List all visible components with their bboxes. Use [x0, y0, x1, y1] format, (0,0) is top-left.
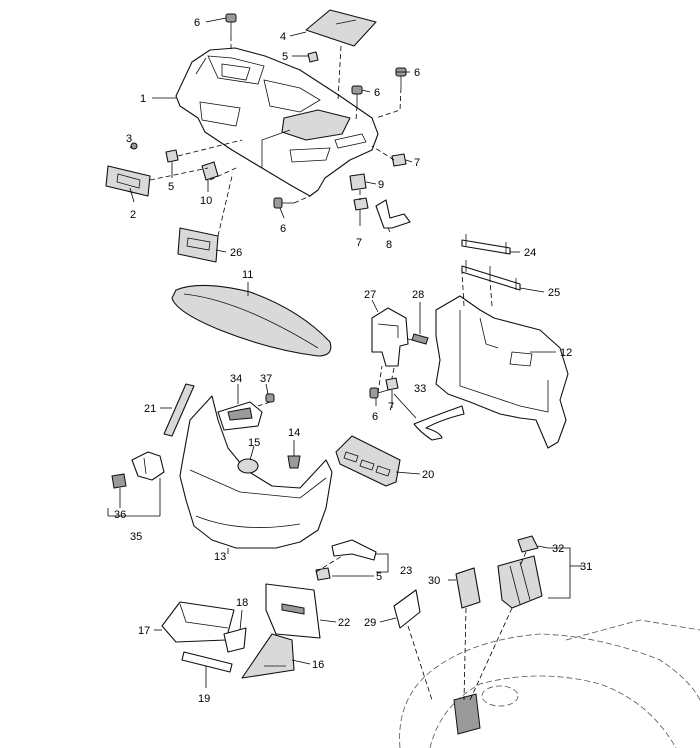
part-4-cover [305, 9, 377, 47]
screw-6-top [225, 13, 237, 36]
callout-21: 21 [144, 403, 156, 415]
callout-9: 9 [378, 179, 384, 191]
callout-15: 15 [248, 437, 260, 449]
callout-28: 28 [412, 289, 424, 301]
callout-37: 37 [260, 373, 272, 385]
callout-6d: 6 [280, 223, 286, 235]
screw-28 [411, 333, 429, 345]
callout-20: 20 [422, 469, 434, 481]
callout-32: 32 [552, 543, 564, 555]
clip-3 [130, 142, 138, 150]
callout-36: 36 [114, 509, 126, 521]
callout-33: 33 [414, 383, 426, 395]
clip-5-top [307, 51, 319, 63]
part-1-rear-shelf [175, 47, 379, 197]
callout-16: 16 [312, 659, 324, 671]
part-16-panel [241, 633, 295, 679]
clip-10 [201, 161, 219, 181]
callout-18: 18 [236, 597, 248, 609]
part-13-trunk-liner [179, 395, 333, 549]
callout-22: 22 [338, 617, 350, 629]
part-29-cover [393, 589, 421, 629]
callout-17: 17 [138, 625, 150, 637]
part-23-bracket [331, 539, 377, 561]
callout-25: 25 [548, 287, 560, 299]
callout-2: 2 [130, 209, 136, 221]
callout-labels: 1 2 3 4 5 5 5 6 6 6 6 6 7 7 7 8 9 10 11 … [114, 17, 592, 705]
callout-34: 34 [230, 373, 242, 385]
clip-7-right [391, 153, 407, 167]
part-11-floor-mat [171, 284, 332, 357]
callout-29: 29 [364, 617, 376, 629]
part-32-cap [517, 535, 539, 553]
callout-7a: 7 [414, 157, 420, 169]
part-36-clip [111, 473, 127, 489]
callout-24: 24 [524, 247, 536, 259]
screw-6-mid [369, 387, 389, 399]
vehicle-body-outline [399, 619, 700, 748]
callout-5c: 5 [376, 571, 382, 583]
callout-6c: 6 [374, 87, 380, 99]
callout-1: 1 [140, 93, 146, 105]
clip-5-lower [315, 567, 331, 581]
callout-23: 23 [400, 565, 412, 577]
screw-6-lower [273, 197, 294, 209]
part-25-rail [461, 260, 521, 291]
callout-6a: 6 [194, 17, 200, 29]
callout-26: 26 [230, 247, 242, 259]
callout-6b: 6 [414, 67, 420, 79]
part-18-bracket [223, 627, 247, 653]
part-33-strap [413, 405, 465, 441]
callout-31: 31 [580, 561, 592, 573]
callout-5b: 5 [168, 181, 174, 193]
screw-6-right-a [395, 67, 407, 88]
clip-5-left [165, 149, 179, 163]
callout-7b: 7 [356, 237, 362, 249]
callout-6e: 6 [372, 411, 378, 423]
callout-19: 19 [198, 693, 210, 705]
screw-37 [265, 393, 275, 403]
callout-12: 12 [560, 347, 572, 359]
callout-8: 8 [386, 239, 392, 251]
part-35-assembly [131, 451, 165, 481]
callout-5a: 5 [282, 51, 288, 63]
leader-lines [107, 17, 582, 688]
callout-14: 14 [288, 427, 300, 439]
callout-35: 35 [130, 531, 142, 543]
part-8-bracket [375, 199, 411, 229]
part-27-bracket [371, 307, 409, 367]
callout-27: 27 [364, 289, 376, 301]
screw-14 [287, 455, 301, 469]
part-20-tray [335, 435, 401, 487]
callout-3: 3 [126, 133, 132, 145]
part-2-trim [105, 165, 151, 197]
callout-30: 30 [428, 575, 440, 587]
part-26-handle [177, 227, 219, 263]
callout-13: 13 [214, 551, 226, 563]
screw-6-right-b [351, 85, 363, 106]
callout-7c: 7 [388, 401, 394, 413]
callout-4: 4 [280, 31, 286, 43]
part-22-panel [265, 583, 321, 639]
callout-11: 11 [242, 269, 253, 281]
clip-7-mid [385, 377, 399, 391]
part-12-side-panel [435, 295, 569, 449]
part-34-latch [217, 401, 263, 431]
part-30-module [455, 567, 481, 609]
part-17-box [161, 601, 235, 643]
clip-7-lower [353, 197, 369, 211]
clip-9 [349, 173, 367, 191]
part-24-rail [461, 234, 511, 255]
callout-10: 10 [200, 195, 212, 207]
part-21-strip [163, 383, 195, 437]
assembly-lines [149, 36, 527, 701]
part-31-control-unit [497, 555, 543, 609]
part-19-strip [181, 651, 233, 673]
